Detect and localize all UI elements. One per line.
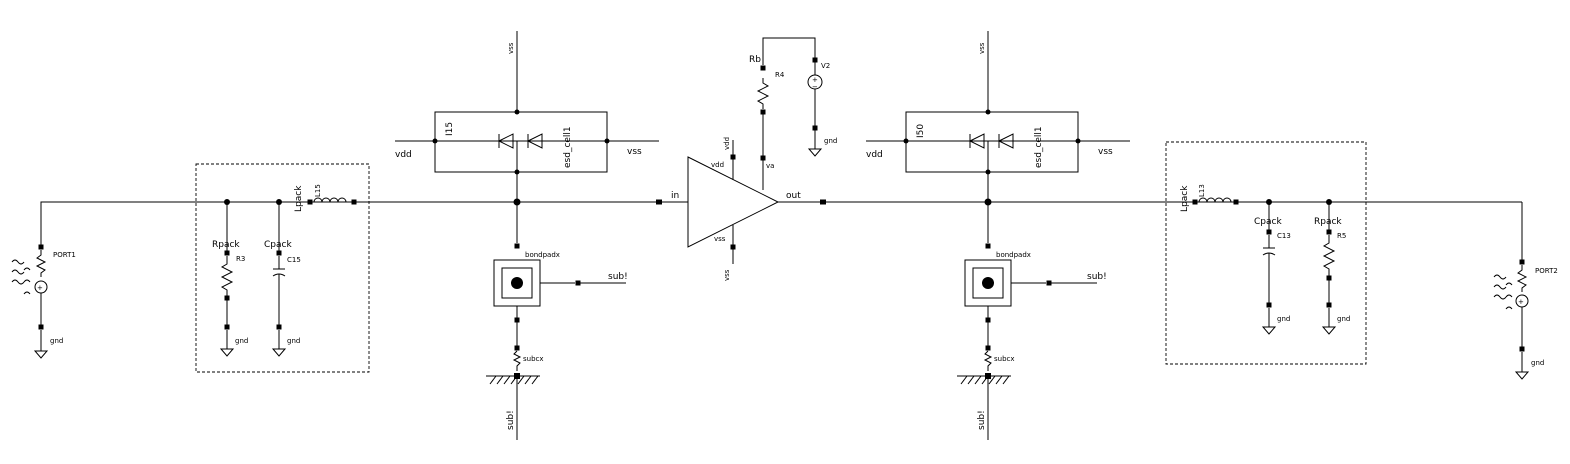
r3-gnd-label: gnd — [235, 337, 248, 345]
esd-right-vss-label: vss — [1098, 147, 1113, 157]
amp-out-label: out — [786, 191, 801, 201]
port2-gnd-label: gnd — [1531, 359, 1544, 367]
esd-cell-right-label: esd_cell1 — [1034, 126, 1044, 168]
right-lpack-inductor[interactable]: Lpack L13 — [1180, 184, 1239, 212]
port2-plus: + — [1518, 298, 1524, 306]
ground-icon — [1261, 326, 1277, 335]
esd-left-vss-label: vss — [627, 147, 642, 157]
cpack-label-right: Cpack — [1254, 217, 1282, 227]
left-rpack-resistor[interactable]: Rpack R3 gnd — [212, 199, 248, 357]
port2-label: PORT2 — [1535, 267, 1558, 275]
v2-label: V2 — [821, 62, 830, 70]
substrate-hatch-icon — [486, 375, 540, 385]
bondpad-left-sub-label: sub! — [608, 272, 628, 282]
c13-gnd-label: gnd — [1277, 315, 1290, 323]
c15-gnd-label: gnd — [287, 337, 300, 345]
bondpad-left-label: bondpadx — [525, 251, 560, 259]
amp-vss-rot-label: vss — [723, 269, 731, 281]
esd-left-vss-top: vss — [507, 42, 515, 54]
rpack-label-right: Rpack — [1314, 217, 1342, 227]
amp-vdd-rot-label: vdd — [723, 137, 731, 150]
resistor-icon — [220, 256, 234, 298]
subcx-left-label: subcx — [523, 355, 544, 363]
diode-icon — [497, 133, 543, 149]
esd-cell-left-label: esd_cell1 — [563, 126, 573, 168]
l13-label: L13 — [1198, 184, 1206, 197]
ground-icon — [219, 348, 235, 357]
i15-label: I15 — [445, 122, 455, 136]
ground-icon — [1514, 371, 1530, 380]
ground-icon — [1321, 326, 1337, 335]
esd-right-vss-top: vss — [978, 42, 986, 54]
ground-icon — [271, 348, 287, 357]
esd-cell-i15[interactable]: vss vdd vss I15 esd_cell1 — [395, 31, 659, 202]
esd-cell-i50[interactable]: vss vdd vss I50 esd_cell1 — [866, 31, 1130, 202]
bondpad-icon — [493, 259, 541, 307]
r3-label: R3 — [236, 255, 245, 263]
r5-gnd-label: gnd — [1337, 315, 1350, 323]
ground-icon — [807, 148, 823, 157]
lpack-label-left: Lpack — [294, 185, 304, 212]
resistor-icon — [756, 78, 770, 109]
esd-right-vdd-label: vdd — [866, 150, 883, 160]
right-rpack-resistor[interactable]: Rpack R5 gnd — [1314, 199, 1350, 335]
c15-label: C15 — [287, 256, 301, 264]
subcx-right-label: subcx — [994, 355, 1015, 363]
inductor-icon — [1198, 197, 1232, 203]
amp-va-label: va — [766, 162, 774, 170]
diode-icon — [968, 133, 1014, 149]
substrate-hatch-icon — [957, 375, 1011, 385]
port1-wave-icon — [11, 259, 31, 295]
resistor-icon — [1322, 235, 1336, 277]
main-signal-wires — [40, 201, 1523, 262]
bondpad-right-sub-label: sub! — [1087, 272, 1107, 282]
left-lpack-inductor[interactable]: Lpack L15 — [294, 184, 357, 212]
lpack-label-right: Lpack — [1180, 185, 1190, 212]
amplifier[interactable]: in out vdd vdd vss vss va — [656, 137, 826, 281]
r4-label: R4 — [775, 71, 785, 79]
subcx-left-sub-label: sub! — [506, 410, 516, 430]
bondpad-right[interactable]: bondpadx sub! subcx sub! — [957, 198, 1107, 441]
bondpad-right-label: bondpadx — [996, 251, 1031, 259]
right-package-box — [1165, 141, 1367, 365]
esd-left-vdd-label: vdd — [395, 150, 412, 160]
port1-gnd-label: gnd — [50, 337, 63, 345]
v2-minus: − — [812, 83, 818, 91]
amp-in-label: in — [671, 191, 679, 201]
port1-source[interactable]: + PORT1 gnd — [11, 244, 76, 359]
rpack-label-left: Rpack — [212, 240, 240, 250]
l15-label: L15 — [314, 184, 322, 197]
amp-vss-label: vss — [714, 235, 726, 243]
c13-label: C13 — [1277, 232, 1291, 240]
port2-wave-icon — [1493, 274, 1513, 310]
amp-vdd-label: vdd — [711, 161, 724, 169]
r5-label: R5 — [1337, 232, 1346, 240]
voltage-source-v2[interactable]: + − V2 gnd — [807, 57, 837, 157]
i50-label: I50 — [916, 124, 926, 138]
ground-icon — [33, 350, 49, 359]
v2-gnd-label: gnd — [824, 137, 837, 145]
port1-label: PORT1 — [53, 251, 76, 259]
right-cpack-capacitor[interactable]: Cpack C13 gnd — [1254, 199, 1291, 335]
cpack-label-left: Cpack — [264, 240, 292, 250]
left-package-box — [195, 163, 370, 373]
inductor-icon — [313, 197, 347, 203]
left-cpack-capacitor[interactable]: Cpack C15 gnd — [264, 199, 301, 357]
v2-plus: + — [812, 76, 818, 84]
bondpad-icon — [964, 259, 1012, 307]
bias-resistor-r4[interactable]: Rb R4 — [749, 37, 816, 150]
port2-source[interactable]: + PORT2 gnd — [1493, 259, 1558, 380]
port1-plus: + — [37, 284, 43, 292]
subcx-right-sub-label: sub! — [977, 410, 987, 430]
rb-label: Rb — [749, 55, 761, 65]
bondpad-left[interactable]: bondpadx sub! subcx sub! — [486, 198, 628, 441]
